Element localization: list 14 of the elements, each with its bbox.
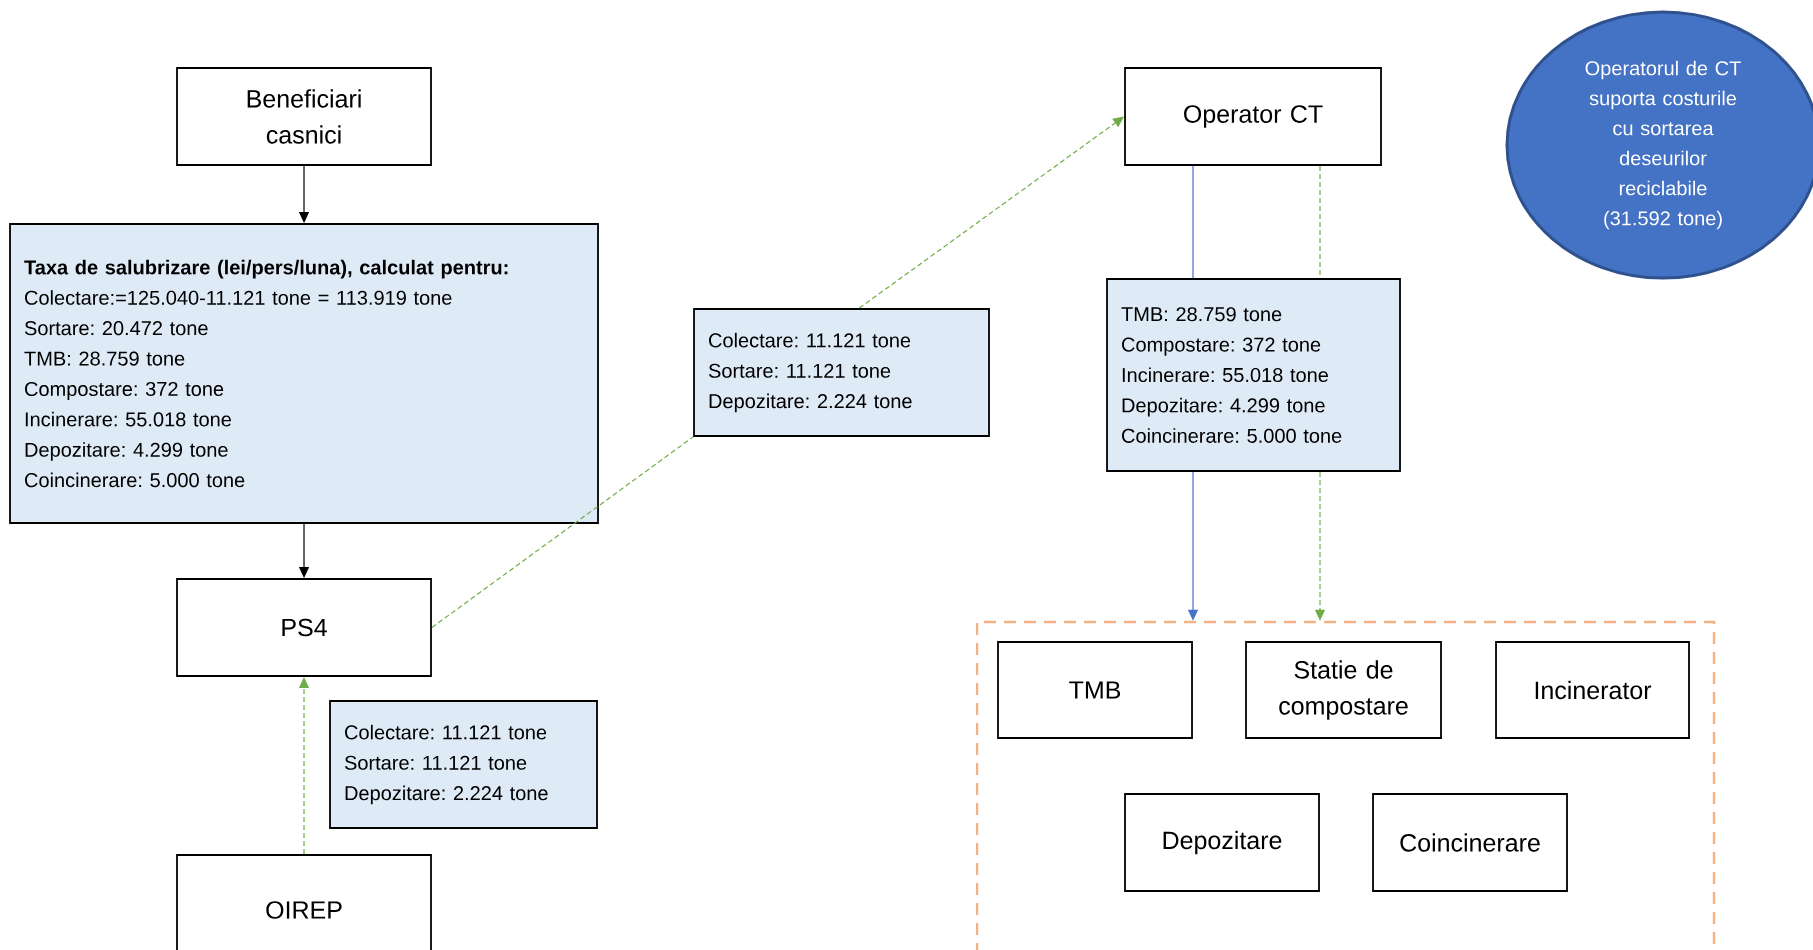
process-box: Coincinerare [1372, 793, 1568, 892]
process-box: Operator CT [1124, 67, 1382, 166]
process-box: Beneficiari casnici [176, 67, 432, 166]
process-box: Incinerator [1495, 641, 1690, 739]
process-box: OIREP [176, 854, 432, 950]
process-box: PS4 [176, 578, 432, 677]
info-box: Colectare: 11.121 tone Sortare: 11.121 tone Depozitare: 2.224 tone [329, 700, 598, 829]
process-box: Depozitare [1124, 793, 1320, 892]
info-box: Colectare: 11.121 tone Sortare: 11.121 tone Depozitare: 2.224 tone [693, 308, 990, 437]
process-box: Statie de compostare [1245, 641, 1442, 739]
process-box: TMB [997, 641, 1193, 739]
info-box: Taxa de salubrizare (lei/pers/luna), calculat pentru: Colectare:=125.040-11.121 tone = 113.919 tone Sortare: 20.472 tone TMB: 28.759 tone Compostare: 372 tone Incinerare: 55.018 tone Depozitare: 4.299 tone Coincinerare: 5.000 tone [9, 223, 599, 524]
info-box: TMB: 28.759 tone Compostare: 372 tone Incinerare: 55.018 tone Depozitare: 4.299 tone Coincinerare: 5.000 tone [1106, 278, 1401, 472]
group-frame [975, 620, 1716, 950]
